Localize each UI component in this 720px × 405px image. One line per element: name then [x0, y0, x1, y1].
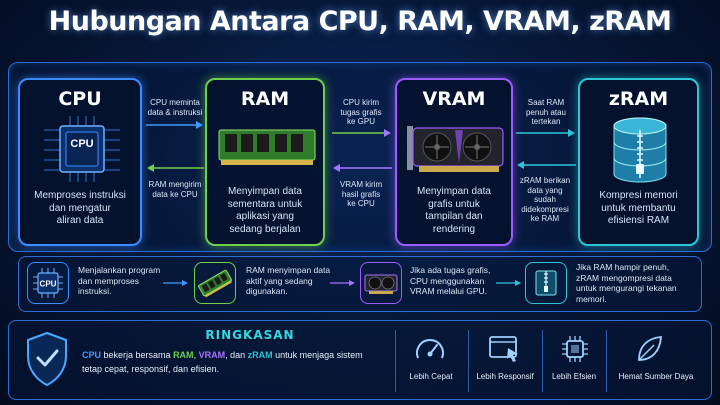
step-text-zram: Jika RAM hampir penuh,zRAM mengompresi d… [576, 262, 677, 304]
benefit-resource-saving: Hemat Sumber Daya [618, 372, 694, 381]
vram-desc-line: rendering [432, 223, 476, 235]
ram-component: RAM Menyimpan data sementara untuk aplik… [205, 78, 325, 246]
summary-panel [8, 320, 712, 400]
page-title: Hubungan Antara CPU, RAM, VRAM, zRAM [48, 6, 672, 37]
arrow-right-icon [163, 280, 188, 286]
arrow-right-icon [496, 280, 521, 286]
arrow-left-icon [333, 164, 392, 172]
cpu-chip-label: CPU [70, 138, 94, 150]
ram-desc-line: aplikasi yang [236, 211, 294, 222]
step-ram [194, 262, 236, 304]
speedometer-icon [416, 339, 444, 359]
cpu-title: CPU [58, 88, 102, 110]
arrow-right-icon [330, 280, 355, 286]
vram-title: VRAM [422, 88, 486, 110]
cpu-component: CPU CPU Memproses instruksi dan mengatur… [18, 78, 142, 246]
arrow-left-icon [147, 164, 204, 172]
vram-component: VRAM Menyimpan data grafis untuk tampila… [395, 78, 513, 246]
arrow-left-icon [517, 161, 576, 169]
summary-text: CPU bekerja bersama RAM, VRAM, dan zRAM … [82, 350, 363, 374]
benefit-efficient: Lebih Efsien [551, 372, 597, 381]
ram-desc-line: sedang berjalan [229, 223, 301, 235]
divider [395, 330, 396, 392]
vram-desc-line: tampilan dan [425, 211, 483, 222]
shield-check-icon [27, 331, 67, 387]
vram-desc-line: Menyimpan data [417, 186, 491, 197]
ram-title: RAM [240, 88, 290, 110]
step-zram [525, 262, 567, 304]
ram-desc-line: Menyimpan data [228, 186, 302, 197]
zram-component: zRAM Kompresi memori untuk membantu efis… [578, 78, 699, 246]
divider [542, 330, 543, 392]
chip-icon [562, 336, 588, 362]
cpu-desc-line: dan mengatur [49, 202, 111, 214]
ram-stick-icon [198, 269, 232, 298]
arrow-right-icon [516, 129, 575, 137]
benefit-responsive: Lebih Responsif [476, 372, 534, 381]
cursor-window-icon [489, 336, 518, 362]
cpu-desc-line: Memproses instruksi [34, 190, 126, 201]
gpu-card-icon [407, 126, 504, 172]
ram-stick-icon [218, 129, 316, 165]
vram-desc-line: grafis untuk [428, 198, 480, 210]
benefit-faster: Lebih Cepat [409, 372, 453, 381]
cpu-desc-line: aliran data [56, 215, 104, 226]
ram-desc-line: sementara untuk [227, 198, 303, 210]
step-vram [360, 262, 402, 304]
cpu-chip-icon [44, 116, 120, 182]
divider [606, 330, 607, 392]
leaf-icon [638, 336, 662, 361]
zram-desc-line: untuk membantu [601, 202, 676, 214]
database-zip-icon [613, 117, 667, 183]
zram-desc-line: efisiensi RAM [607, 215, 670, 226]
step-cpu: CPU [27, 262, 69, 304]
gpu-card-icon [364, 274, 398, 294]
svg-text:CPU: CPU [40, 280, 57, 289]
divider [468, 330, 469, 392]
arrow-right-icon [332, 129, 391, 137]
arrow-right-icon [146, 121, 203, 129]
zram-title: zRAM [608, 88, 669, 110]
cpu-chip-icon: CPU [33, 268, 63, 298]
summary-title: RINGKASAN [205, 328, 295, 342]
zram-desc-line: Kompresi memori [599, 190, 678, 201]
zip-compress-icon [535, 270, 557, 296]
